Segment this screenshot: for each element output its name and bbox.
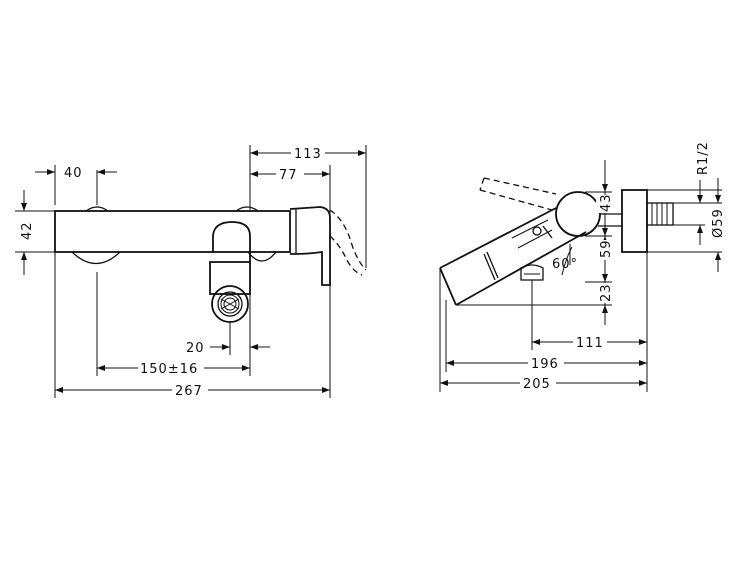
- wall-connector-right: [247, 251, 277, 262]
- spout-neck: [212, 221, 251, 262]
- dim-205-label: 205: [523, 377, 551, 392]
- dim-113-label: 113: [294, 147, 322, 162]
- thread-connector: [646, 202, 674, 226]
- top-bump-left: [85, 206, 109, 212]
- handle-pivot: [555, 191, 601, 237]
- dim-267-label: 267: [175, 384, 203, 399]
- outlet-nozzle: [520, 264, 544, 281]
- dim-111-label: 111: [576, 336, 604, 351]
- dim-42-label: 42: [20, 221, 35, 240]
- dim-40-label: 40: [64, 166, 83, 181]
- dim-77-label: 77: [279, 168, 298, 183]
- wall-plate: [621, 189, 648, 253]
- front-view: 40 42 113 77 20 150±16: [15, 144, 367, 399]
- dim-150-label: 150±16: [140, 362, 198, 377]
- dim-196-label: 196: [531, 357, 559, 372]
- side-view: 60° 43 59 23: [439, 141, 726, 392]
- spout-body: [209, 261, 251, 295]
- wall-connector-left: [71, 251, 121, 265]
- top-bump-right: [235, 206, 259, 212]
- handle-swing-dashed: [329, 209, 367, 276]
- handle-cartridge: [289, 206, 331, 286]
- mixer-body: [54, 210, 291, 253]
- dim-thread-label: R1/2: [696, 141, 711, 175]
- dim-diameter-label: Ø59: [711, 208, 726, 238]
- dim-43-label: 43: [599, 193, 614, 212]
- lever-dashed: [479, 177, 557, 211]
- dim-20-label: 20: [186, 341, 205, 356]
- dim-23-label: 23: [599, 283, 614, 302]
- spout-outlet-inner: [217, 291, 243, 317]
- dim-59-mid-label: 59: [599, 239, 614, 258]
